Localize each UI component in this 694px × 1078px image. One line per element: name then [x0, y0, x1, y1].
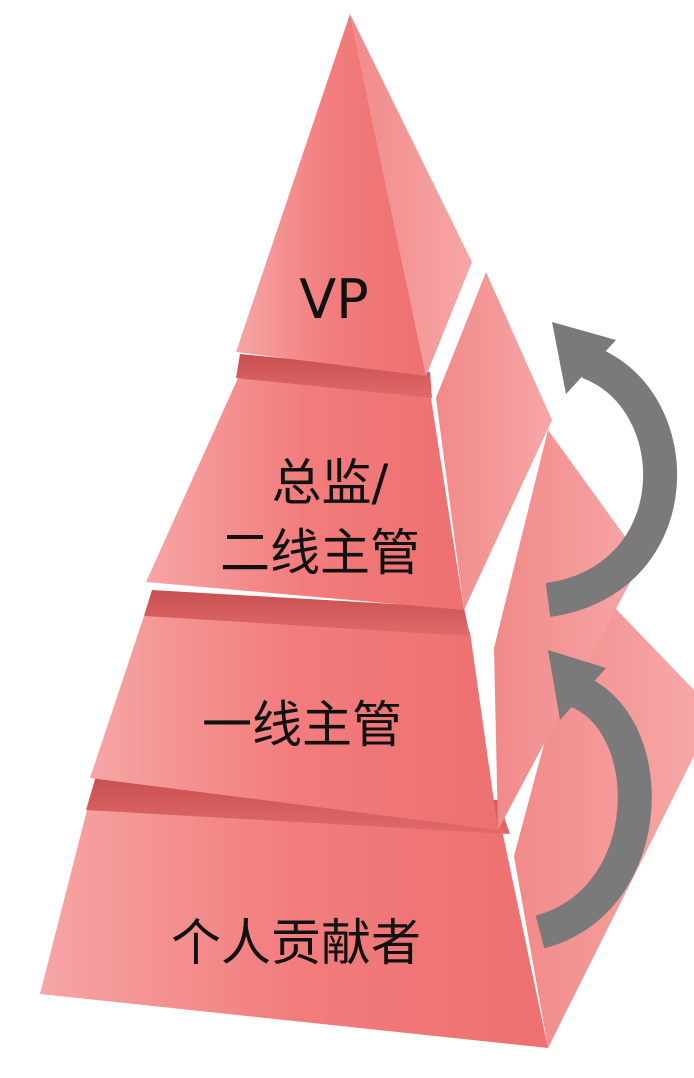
tier1-side-face: [350, 14, 472, 376]
arrow-lower-head: [548, 650, 606, 720]
tier4-front-face: [40, 806, 548, 1048]
tier2-side-face: [436, 272, 552, 610]
arrow-lower-shaft: [534, 673, 652, 949]
arrow-upper-shaft: [545, 346, 678, 617]
tier1-label: VP: [299, 268, 369, 331]
tier4-label: 个人贡献者: [171, 914, 421, 972]
tier3-front-face: [90, 616, 498, 830]
shadow-band-2: [144, 590, 470, 636]
tier1-front-face: [236, 14, 426, 376]
tier-director: [146, 272, 552, 610]
tier3-label: 一线主管: [202, 696, 402, 754]
tier2-label-line1: 总监/: [272, 454, 389, 512]
shadow-band-1: [236, 354, 432, 398]
tier-vp: [236, 14, 472, 376]
promotion-arrow-upper: [545, 322, 678, 617]
arrow-upper-head: [552, 322, 616, 394]
tier-first-line-manager: [90, 430, 642, 830]
tier2-front-face: [146, 378, 464, 610]
tier2-label-line2: 二线主管: [220, 524, 420, 582]
tier3-side-face: [494, 430, 642, 830]
promotion-arrow-lower: [534, 650, 652, 949]
